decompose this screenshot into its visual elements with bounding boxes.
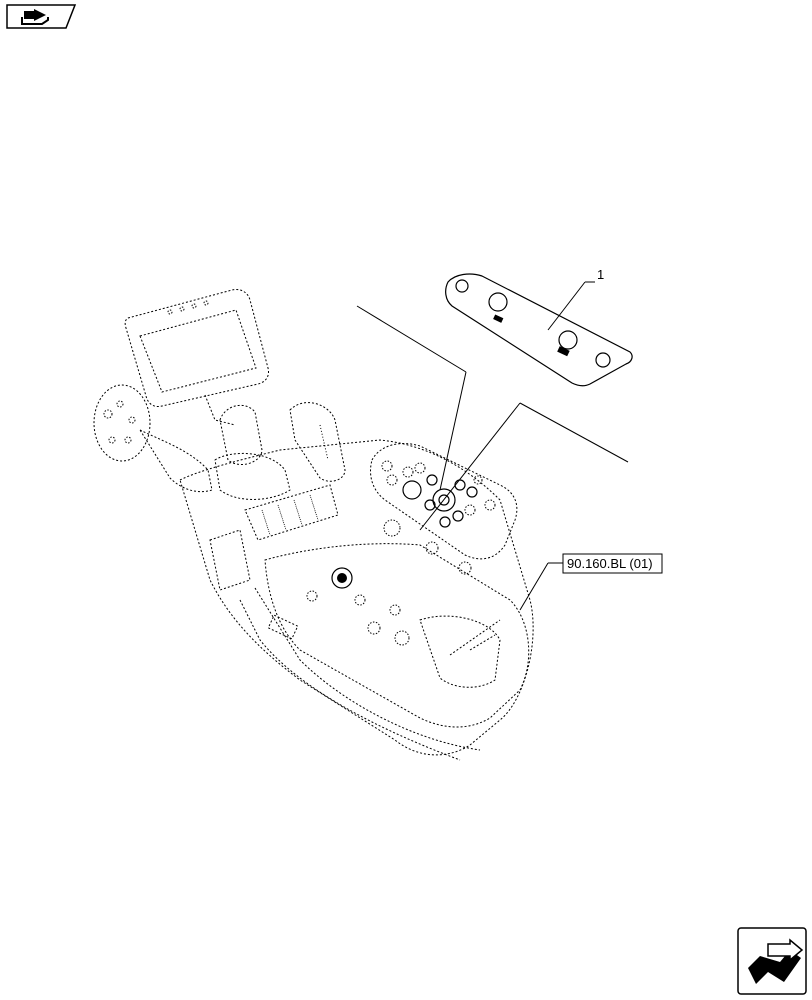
reference-box[interactable]: 90.160.BL (01) [519,553,663,611]
display-monitor [124,289,269,426]
armrest-knobs [306,519,472,646]
vent-grille [244,484,339,541]
guide-lines [356,305,629,531]
left-handle [93,384,213,493]
side-lever [289,402,346,482]
joystick [214,404,291,500]
decal-part [445,273,633,387]
armrest-console [93,289,534,761]
next-page-arrow-icon[interactable] [737,927,807,995]
side-switch-panel [209,529,299,640]
previous-page-arrow-icon[interactable] [6,4,77,29]
callout-1-leader [547,281,595,331]
right-control-panel [370,443,518,560]
callout-1-label: 1 [597,267,604,282]
reference-label: 90.160.BL (01) [567,556,653,571]
